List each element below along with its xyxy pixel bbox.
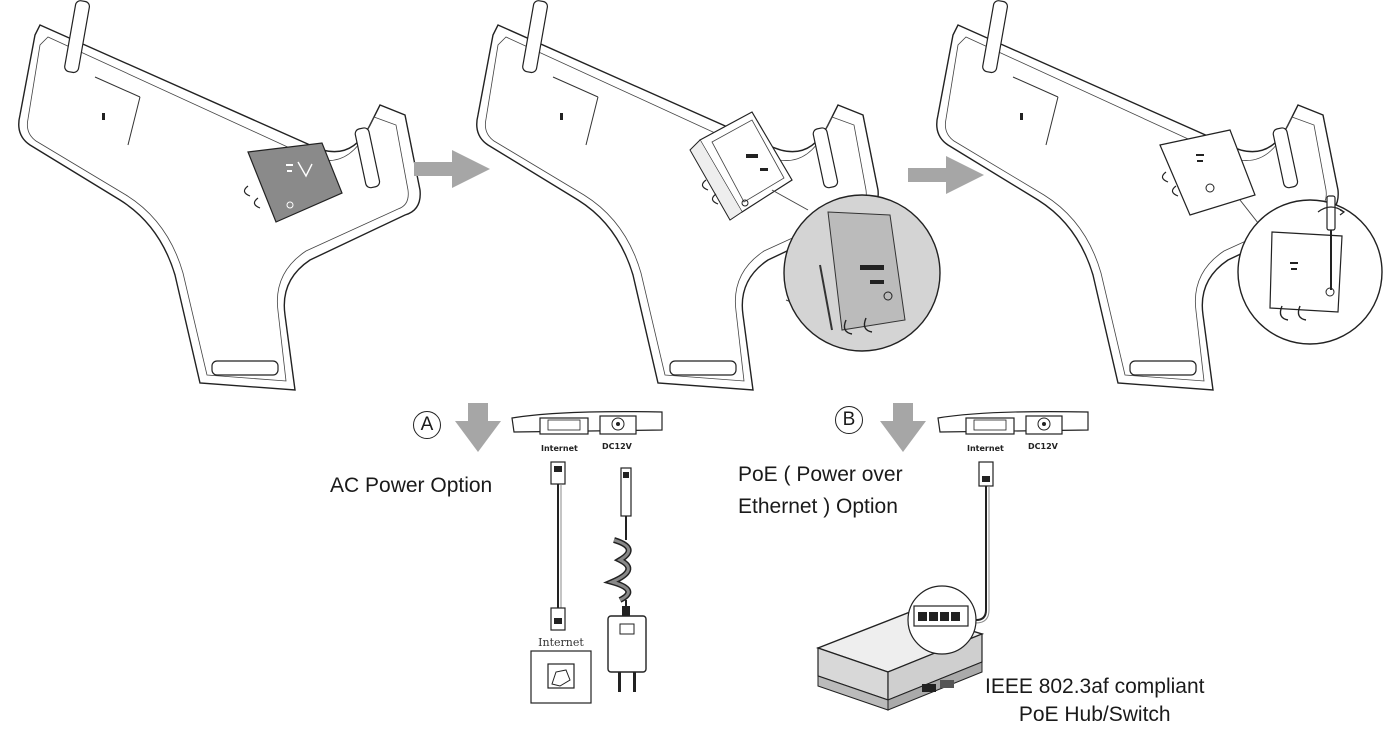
poe-switch-label: IEEE 802.3af compliant PoE Hub/Switch [985, 673, 1204, 729]
option-b-port-panel [937, 411, 1089, 435]
option-b-title-line1: PoE ( Power over [738, 463, 903, 486]
step-2-phone-base [476, 0, 879, 391]
step-1-phone-base [18, 0, 421, 391]
secured-cover [1159, 129, 1256, 216]
step-3-phone-base [936, 0, 1339, 391]
option-b-title-line2: Ethernet ) Option [738, 495, 898, 518]
option-a-ethernet-cable [550, 461, 566, 631]
step-arrow-1 [414, 150, 490, 188]
poe-switch-label-line2: PoE Hub/Switch [1018, 703, 1171, 726]
poe-switch-label-line1: IEEE 802.3af compliant [985, 675, 1205, 698]
option-b-title: PoE ( Power over Ethernet ) Option [738, 459, 903, 523]
step-arrow-2 [908, 156, 984, 194]
option-b-internet-port-label: Internet [967, 444, 1004, 453]
poe-switch [815, 585, 985, 711]
option-b-dc-port-label: DC12V [1028, 442, 1058, 451]
power-adapter [603, 467, 647, 692]
screwdriver-icon [1317, 195, 1346, 290]
option-a-internet-port-label: Internet [541, 444, 578, 453]
internet-outlet-label: Internet [538, 636, 584, 649]
zoom-detail-2 [1237, 195, 1383, 345]
closed-cover [243, 142, 343, 223]
open-cover [689, 111, 793, 221]
option-a-title: AC Power Option [330, 474, 493, 497]
option-a-down-arrow [455, 403, 501, 452]
option-a-dc-port-label: DC12V [602, 442, 632, 451]
internet-outlet-label-wrap: Internet [528, 636, 594, 649]
internet-outlet [530, 650, 592, 704]
option-b-badge: B [835, 406, 863, 434]
option-a-badge: A [413, 411, 441, 439]
option-b-down-arrow [880, 403, 926, 452]
option-a-port-panel [511, 411, 663, 435]
zoom-detail-1 [771, 189, 941, 352]
